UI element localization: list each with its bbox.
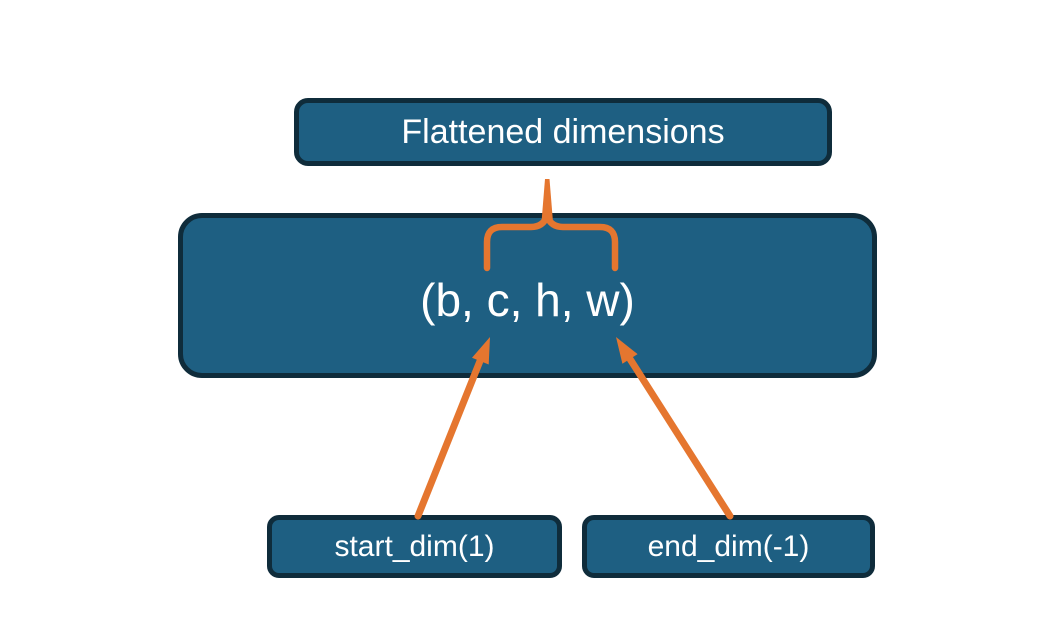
flattened-dimensions-label: Flattened dimensions: [401, 112, 725, 151]
flattened-dimensions-box: Flattened dimensions: [294, 98, 832, 166]
start-dim-box: start_dim(1): [267, 515, 562, 578]
end-dim-box: end_dim(-1): [582, 515, 875, 578]
tensor-shape-label: (b, c, h, w): [420, 273, 635, 326]
tensor-shape-box: (b, c, h, w): [178, 213, 877, 378]
start-dim-label: start_dim(1): [334, 529, 495, 563]
end-dim-label: end_dim(-1): [647, 529, 810, 563]
